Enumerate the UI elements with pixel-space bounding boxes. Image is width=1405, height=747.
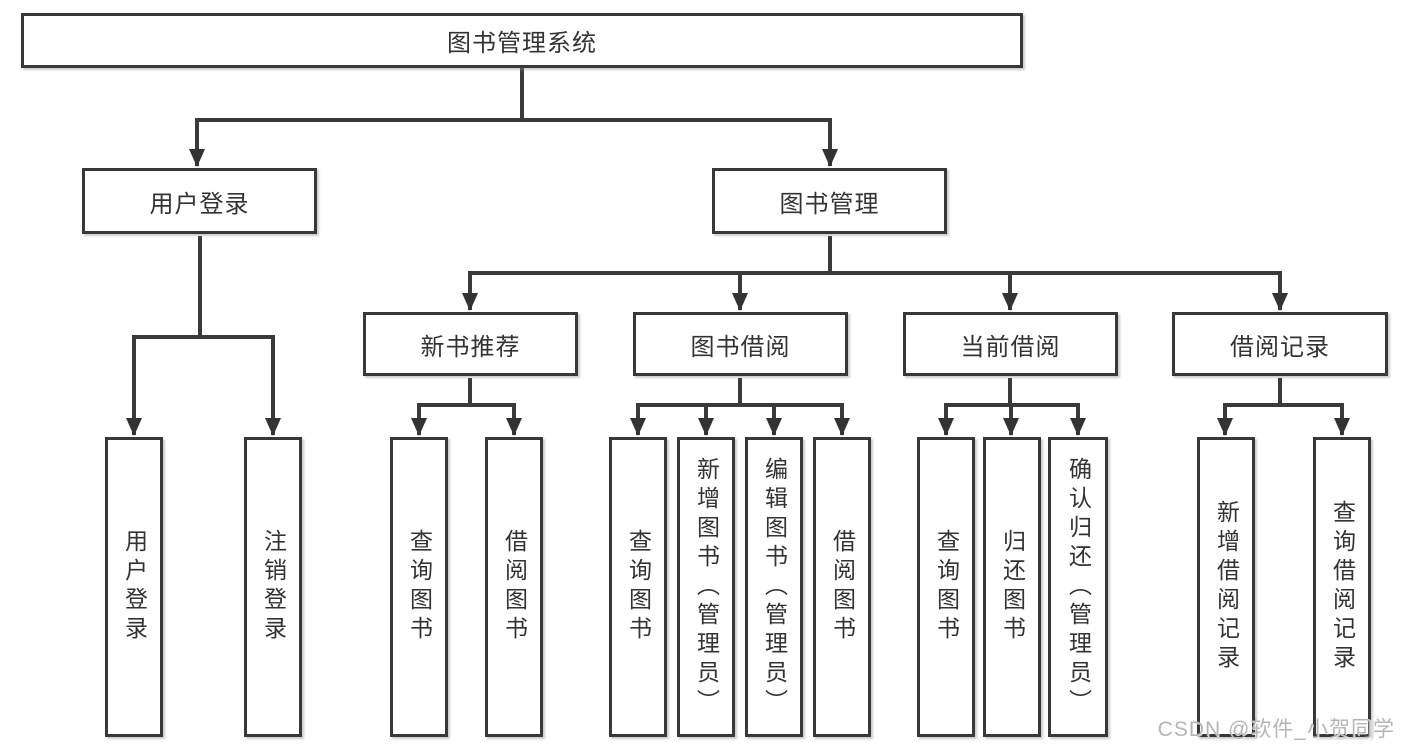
leaf-user-login: 用户登录: [105, 437, 163, 737]
leaf-borrow-add: 新增图书（管理员）: [677, 437, 735, 737]
leaf-current-query-label: 查询图书: [933, 529, 960, 645]
watermark: CSDN @软件_小贺同学: [1157, 718, 1395, 741]
node-current-borrow-label: 当前借阅: [960, 333, 1061, 361]
leaf-current-confirm: 确认归还（管理员）: [1048, 437, 1108, 737]
node-current-borrow: 当前借阅: [903, 312, 1118, 376]
node-user-login: 用户登录: [82, 168, 317, 234]
leaf-record-query-label: 查询借阅记录: [1329, 500, 1356, 674]
leaf-current-return: 归还图书: [983, 437, 1041, 737]
leaf-current-return-label: 归还图书: [999, 529, 1026, 645]
leaf-record-add: 新增借阅记录: [1197, 437, 1255, 737]
leaf-newbook-borrow-label: 借阅图书: [501, 529, 528, 645]
leaf-newbook-query: 查询图书: [390, 437, 448, 737]
leaf-borrow-edit: 编辑图书（管理员）: [745, 437, 803, 737]
leaf-record-add-label: 新增借阅记录: [1213, 500, 1240, 674]
node-book-borrow-label: 图书借阅: [690, 333, 791, 361]
leaf-logout-label: 注销登录: [260, 529, 287, 645]
leaf-borrow-query-label: 查询图书: [625, 529, 652, 645]
leaf-current-confirm-label: 确认归还（管理员）: [1065, 456, 1092, 718]
node-root: 图书管理系统: [21, 13, 1023, 68]
node-new-book-rec: 新书推荐: [363, 312, 578, 376]
leaf-user-login-label: 用户登录: [121, 529, 148, 645]
leaf-borrow-borrow-label: 借阅图书: [829, 529, 856, 645]
leaf-logout: 注销登录: [244, 437, 302, 737]
node-book-mgmt: 图书管理: [712, 168, 947, 234]
leaf-borrow-borrow: 借阅图书: [813, 437, 871, 737]
node-borrow-record-label: 借阅记录: [1230, 333, 1330, 361]
leaf-newbook-borrow: 借阅图书: [485, 437, 543, 737]
leaf-newbook-query-label: 查询图书: [406, 529, 433, 645]
node-root-label: 图书管理系统: [447, 30, 597, 57]
leaf-record-query: 查询借阅记录: [1313, 437, 1371, 737]
leaf-borrow-add-label: 新增图书（管理员）: [693, 456, 720, 718]
node-new-book-rec-label: 新书推荐: [420, 333, 521, 361]
node-user-login-label: 用户登录: [149, 190, 250, 218]
leaf-borrow-query: 查询图书: [609, 437, 667, 737]
node-book-borrow: 图书借阅: [633, 312, 848, 376]
leaf-borrow-edit-label: 编辑图书（管理员）: [761, 456, 788, 718]
leaf-current-query: 查询图书: [917, 437, 975, 737]
node-book-mgmt-label: 图书管理: [779, 190, 880, 218]
node-borrow-record: 借阅记录: [1172, 312, 1388, 376]
